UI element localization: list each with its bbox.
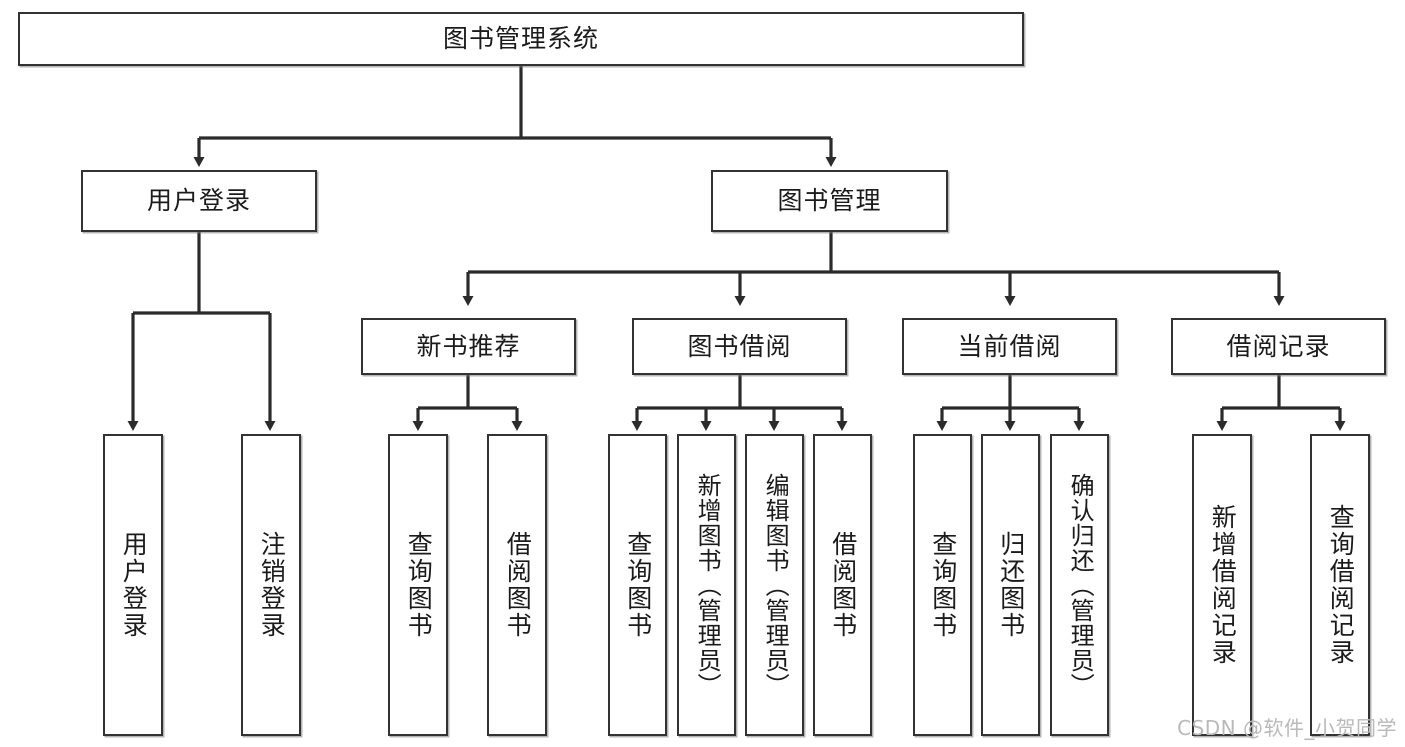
node-label: 借阅图书 <box>828 531 858 639</box>
leaf-borrow-borrow-book[interactable]: 借阅图书 <box>813 434 872 736</box>
node-label: 用户登录 <box>119 531 149 639</box>
node-label: 查询图书 <box>404 531 434 639</box>
node-label: 查询图书 <box>623 531 653 639</box>
node-book-management-system[interactable]: 图书管理系统 <box>18 12 1024 66</box>
leaf-borrow-edit-book-admin[interactable]: 编辑图书（管理员） <box>745 434 804 736</box>
node-borrow-record[interactable]: 借阅记录 <box>1171 318 1386 375</box>
node-label: 当前借阅 <box>957 331 1062 361</box>
node-label: 图书管理 <box>777 186 882 216</box>
leaf-borrow-query-book[interactable]: 查询图书 <box>608 434 667 736</box>
node-label: 新增借阅记录 <box>1208 504 1238 666</box>
node-current-borrow[interactable]: 当前借阅 <box>902 318 1117 375</box>
node-label: 图书管理系统 <box>442 24 599 54</box>
leaf-record-add-record[interactable]: 新增借阅记录 <box>1192 434 1252 736</box>
leaf-record-query-record[interactable]: 查询借阅记录 <box>1310 434 1370 736</box>
node-label: 新书推荐 <box>416 331 521 361</box>
leaf-new-book-query[interactable]: 查询图书 <box>388 434 448 736</box>
node-label: 图书借阅 <box>687 331 792 361</box>
node-label: 用户登录 <box>146 186 251 216</box>
leaf-borrow-add-book-admin[interactable]: 新增图书（管理员） <box>677 434 736 736</box>
watermark-text: CSDN @软件_小贺同学 <box>1177 716 1397 740</box>
node-label: 借阅图书 <box>503 531 533 639</box>
leaf-current-confirm-return-admin[interactable]: 确认归还（管理员） <box>1050 434 1109 736</box>
node-new-book-recommend[interactable]: 新书推荐 <box>361 318 576 375</box>
leaf-user-login-login[interactable]: 用户登录 <box>103 434 163 736</box>
node-book-management[interactable]: 图书管理 <box>711 170 948 232</box>
leaf-user-login-logout[interactable]: 注销登录 <box>241 434 301 736</box>
node-label: 归还图书 <box>996 531 1026 639</box>
node-label: 查询借阅记录 <box>1326 504 1356 666</box>
node-user-login[interactable]: 用户登录 <box>81 170 317 232</box>
leaf-current-query-book[interactable]: 查询图书 <box>913 434 972 736</box>
node-label: 注销登录 <box>257 531 287 639</box>
node-label: 查询图书 <box>928 531 958 639</box>
node-book-borrow[interactable]: 图书借阅 <box>632 318 847 375</box>
node-label: 编辑图书（管理员） <box>761 472 790 698</box>
node-label: 新增图书（管理员） <box>693 472 722 698</box>
node-label: 确认归还（管理员） <box>1066 472 1095 698</box>
leaf-new-book-borrow[interactable]: 借阅图书 <box>487 434 547 736</box>
leaf-current-return-book[interactable]: 归还图书 <box>981 434 1040 736</box>
node-label: 借阅记录 <box>1226 331 1331 361</box>
